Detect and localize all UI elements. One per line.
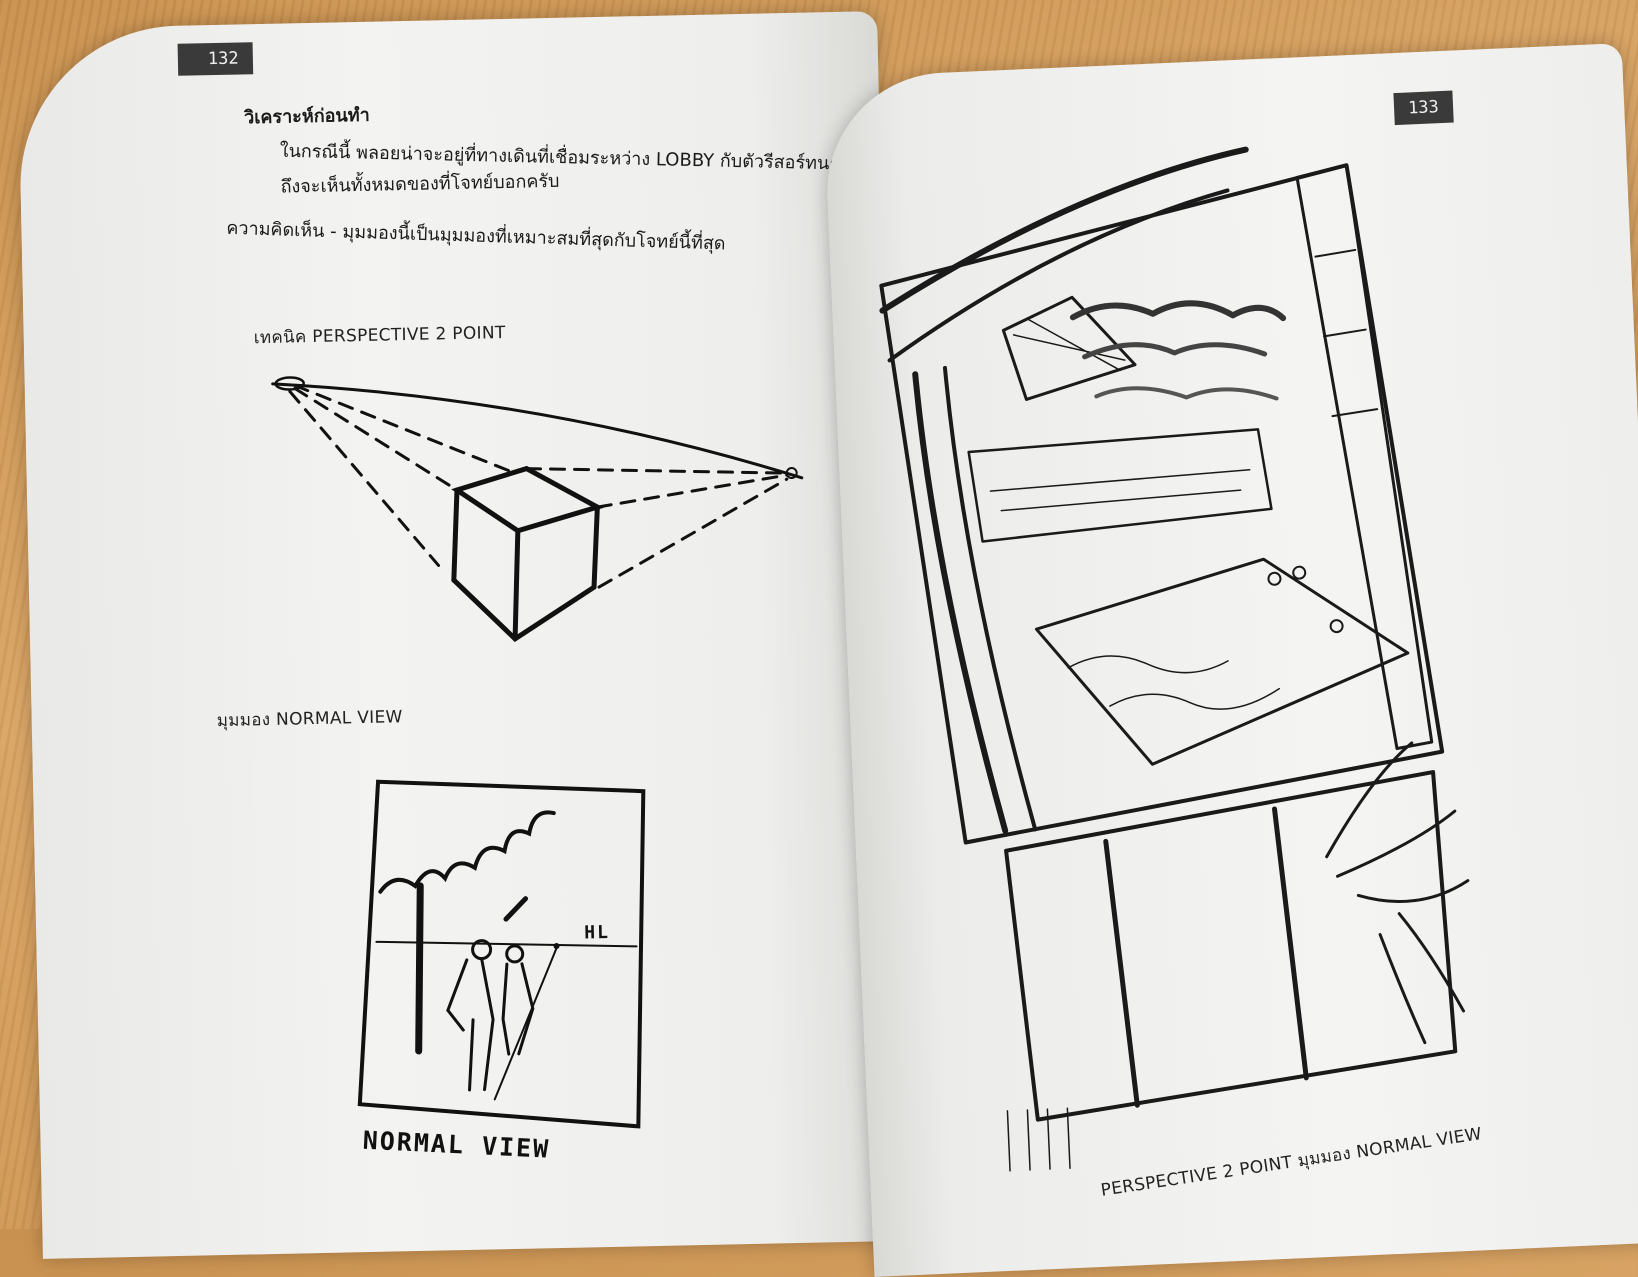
normal-view-sketch	[357, 779, 646, 1129]
left-page: 132 วิเคราะห์ก่อนทำ ในกรณีนี้ พลอยน่าจะอ…	[17, 11, 903, 1259]
perspective-cube-sketch	[271, 376, 804, 643]
right-page: 133	[822, 43, 1638, 1277]
resort-pool-illustration	[879, 146, 1470, 1172]
horizon-line-label: HL	[584, 921, 611, 944]
